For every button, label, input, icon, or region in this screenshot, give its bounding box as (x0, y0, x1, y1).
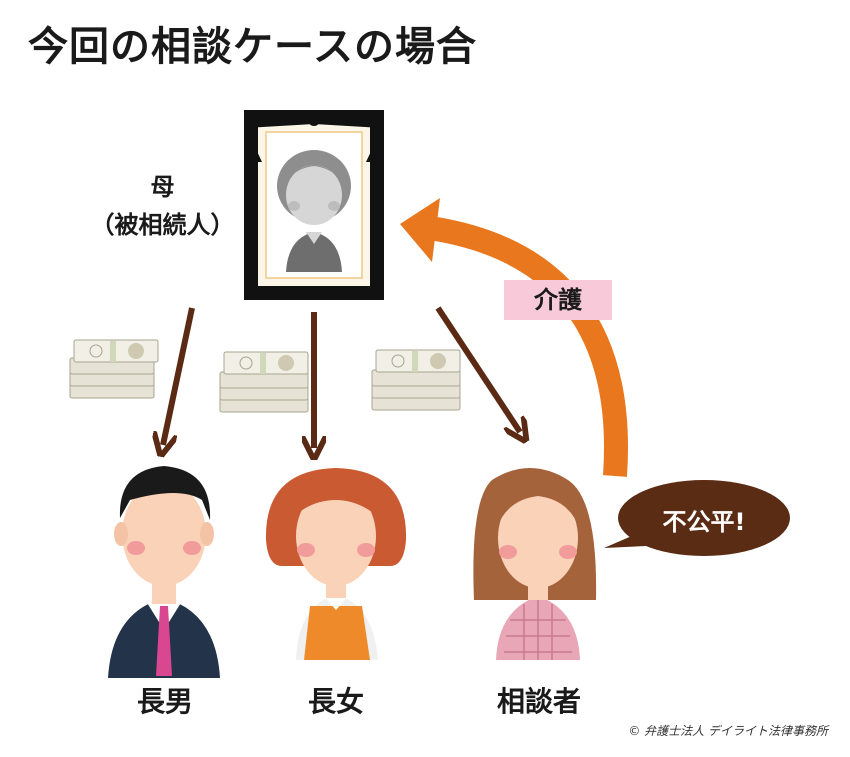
inheritance-arrow-son (163, 307, 195, 445)
deceased-photo (277, 150, 351, 272)
label-consultant: 相談者 (496, 685, 581, 718)
mother-label: 母 （被相続人） (60, 168, 265, 244)
banknote-stack-daughter (219, 351, 309, 413)
copyright-notice: © 弁護士法人 デイライト法律事務所 (628, 724, 828, 738)
mother-label-line2: （被相続人） (90, 211, 235, 239)
page-title: 今回の相談ケースの場合 (28, 24, 477, 70)
consultant-figure (473, 468, 597, 660)
label-eldest-son: 長男 (136, 685, 193, 718)
care-arrow (400, 198, 628, 477)
unfair-bubble-text: 不公平! (662, 508, 746, 536)
mourning-ribbon (246, 112, 382, 162)
banknote-stack-consultant (371, 349, 461, 411)
speech-bubble (604, 480, 790, 556)
eldest-son-figure (108, 466, 220, 678)
mother-label-line1: 母 (150, 173, 175, 201)
banknote-stack-son (69, 339, 159, 399)
inheritance-arrow-consultant (435, 306, 520, 432)
eldest-daughter-figure (265, 468, 407, 660)
label-eldest-daughter: 長女 (307, 685, 364, 718)
memorial-portrait (244, 110, 384, 300)
care-label: 介護 (504, 280, 612, 320)
